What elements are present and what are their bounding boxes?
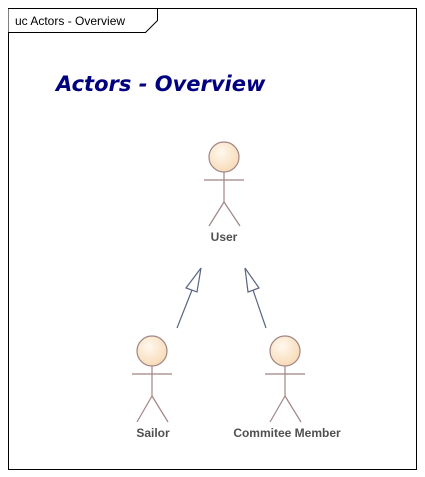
diagram-frame [8,8,417,470]
generalization-sailor-user[interactable] [176,267,202,329]
actor-label-commitee-member: Commitee Member [233,426,341,440]
actor-head [136,335,168,367]
actor-user[interactable]: User [204,141,244,244]
actor-label-sailor: Sailor [136,426,170,440]
actor-head [269,335,301,367]
actor-label-user: User [211,230,238,244]
actor-head [208,141,240,173]
actor-sailor[interactable]: Sailor [132,335,172,440]
actor-commitee-member[interactable]: Commitee Member [233,335,341,440]
diagram-title: Actors - Overview [54,72,266,96]
frame-label: uc Actors - Overview [15,14,125,28]
frame-tab [8,8,158,33]
generalization-commitee-member-user[interactable] [244,267,267,329]
